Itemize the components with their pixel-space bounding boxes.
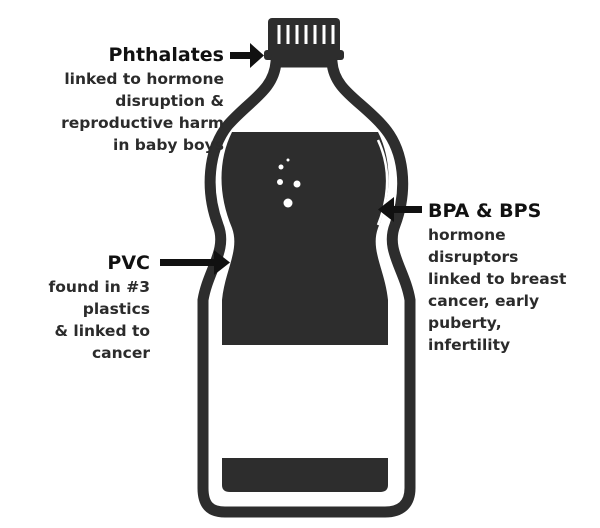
callout-line: infertility — [428, 336, 511, 354]
bottle-cap — [264, 18, 344, 60]
callout-line: disruption & — [115, 92, 224, 110]
bubbles — [277, 158, 301, 208]
callout-line: disruptors — [428, 248, 519, 266]
callout-line: & linked to — [54, 322, 150, 340]
callout-pvc: PVC found in #3 plastics & linked to can… — [49, 250, 150, 364]
callout-title: Phthalates — [108, 44, 225, 66]
callout-line: linked to hormone — [64, 70, 224, 88]
callout-line: linked to breast — [428, 270, 567, 288]
callout-title: PVC — [107, 252, 150, 274]
callout-line: found in #3 — [48, 278, 150, 296]
callout-line: hormone — [428, 226, 506, 244]
callout-line: cancer — [91, 344, 150, 362]
callout-line: plastics — [82, 300, 150, 318]
callout-bpa-bps: BPA & BPS hormone disruptors linked to b… — [428, 198, 566, 356]
liquid-lower — [222, 458, 388, 492]
arrows — [160, 43, 422, 275]
callout-line: reproductive harm — [61, 114, 224, 132]
callout-phthalates: Phthalates linked to hormone disruption … — [61, 42, 224, 156]
callout-line: puberty, — [428, 314, 502, 332]
callout-line: cancer, early — [428, 292, 540, 310]
callout-title: BPA & BPS — [428, 200, 542, 222]
callout-line: in baby boys — [113, 136, 224, 154]
bottle-outline — [197, 56, 416, 518]
liquid-upper — [221, 132, 389, 345]
